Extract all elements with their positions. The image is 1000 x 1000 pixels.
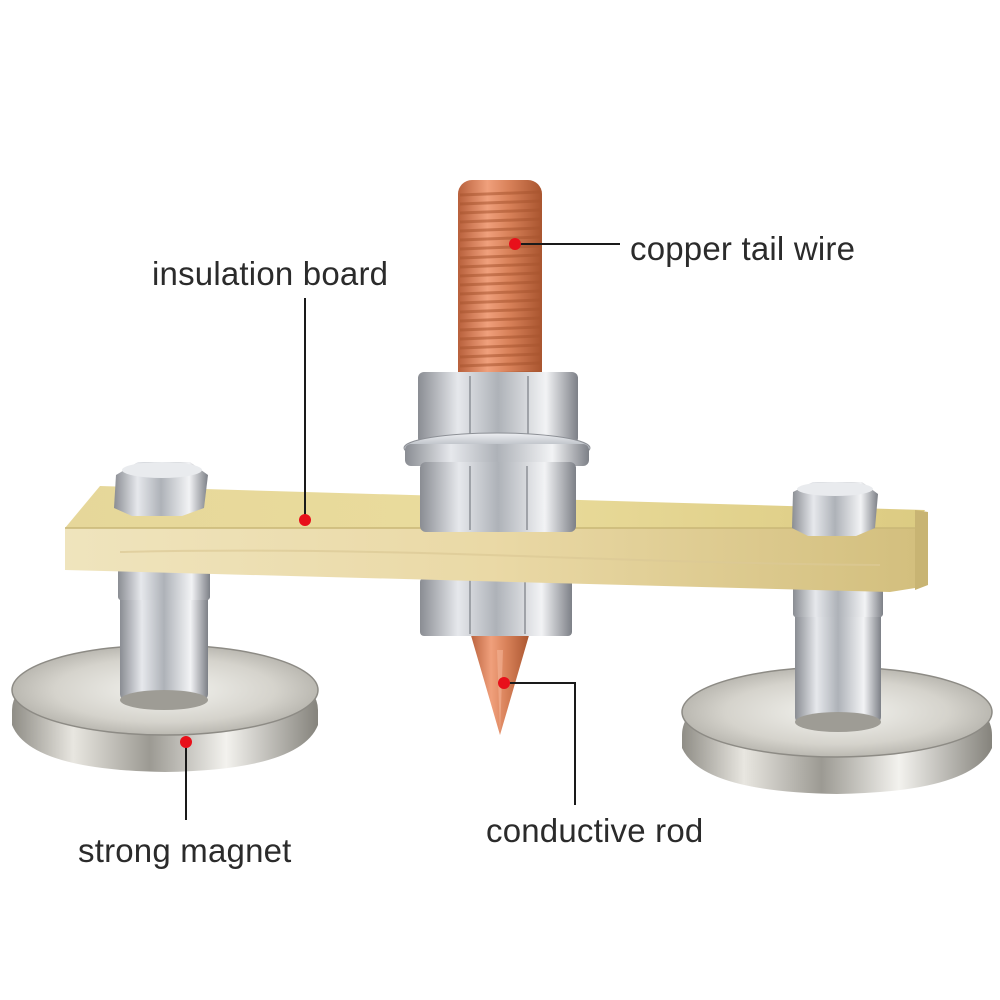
conductive-rod-assembly bbox=[420, 578, 572, 735]
center-nut-stack bbox=[403, 372, 591, 532]
marker-magnet bbox=[180, 736, 192, 748]
leader-line-rod bbox=[505, 682, 576, 805]
label-conductive-rod: conductive rod bbox=[486, 812, 704, 849]
leader-lines bbox=[185, 243, 620, 820]
right-bolt bbox=[792, 482, 878, 536]
marker-insulation bbox=[299, 514, 311, 526]
left-bolt bbox=[114, 462, 208, 516]
copper-tail-wire bbox=[458, 180, 542, 395]
label-insulation-board: insulation board bbox=[152, 255, 389, 292]
label-copper-tail-wire: copper tail wire bbox=[630, 230, 856, 267]
right-magnet bbox=[681, 585, 993, 794]
marker-copper bbox=[509, 238, 521, 250]
label-strong-magnet: strong magnet bbox=[78, 832, 292, 869]
marker-rod bbox=[498, 677, 510, 689]
callout-markers bbox=[180, 238, 521, 748]
left-magnet bbox=[11, 565, 319, 772]
